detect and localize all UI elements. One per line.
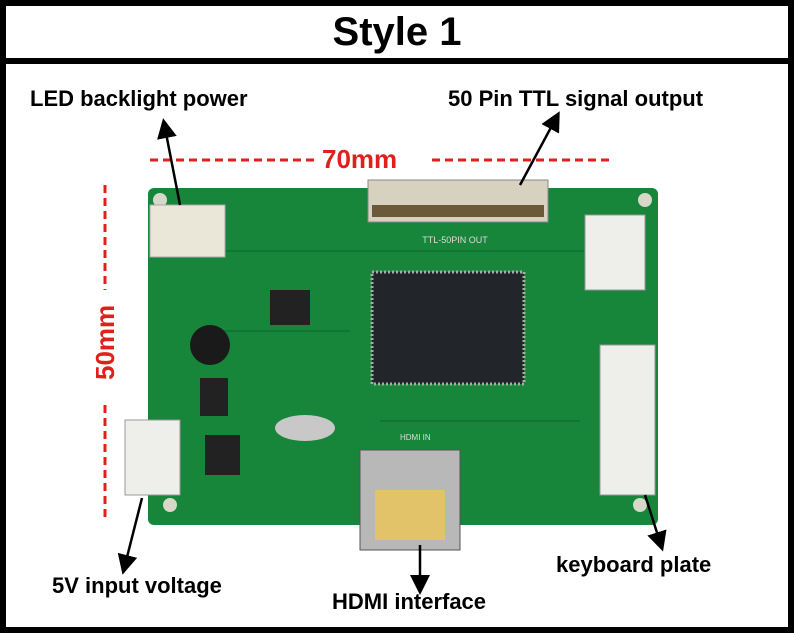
label-ttl-output: 50 Pin TTL signal output xyxy=(448,86,704,111)
crystal xyxy=(275,415,335,441)
title: Style 1 xyxy=(332,9,462,54)
arrow-ttl xyxy=(518,111,560,186)
main-chip xyxy=(370,270,526,386)
arrow-voltage xyxy=(117,497,144,575)
label-led-backlight: LED backlight power xyxy=(30,86,248,111)
arrow-keyboard xyxy=(643,494,667,552)
label-hdmi: HDMI interface xyxy=(332,589,487,614)
keyboard-connector xyxy=(599,344,656,496)
arrow-led xyxy=(157,118,182,206)
connector-silkscreen: TTL-50PIN OUT xyxy=(422,235,488,245)
voltage-connector xyxy=(124,419,181,496)
label-input-voltage: 5V input voltage xyxy=(52,573,222,598)
side-connector xyxy=(584,214,646,291)
label-keyboard: keyboard plate xyxy=(556,552,712,577)
width-dimension: 70mm xyxy=(322,144,398,174)
led-connector xyxy=(149,204,226,258)
height-dimension: 50mm xyxy=(90,304,120,380)
inductor xyxy=(190,325,230,365)
title-bar: Style 1 xyxy=(6,6,788,64)
hdmi-silkscreen: HDMI IN xyxy=(400,433,431,442)
